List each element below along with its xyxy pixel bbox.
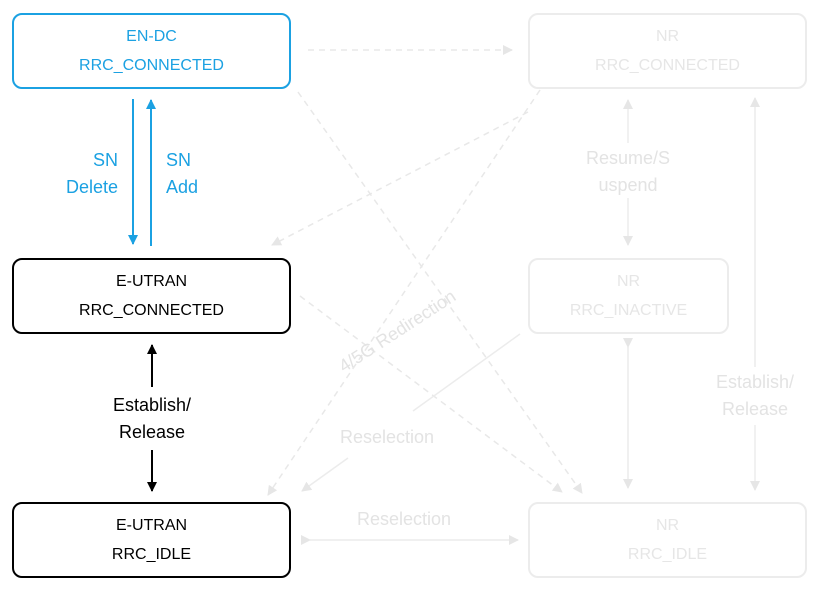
nr-establish-release-label-line2: Release — [721, 399, 789, 419]
state-nr-inactive-name: NR — [616, 273, 641, 290]
state-nr-idle-name: NR — [655, 517, 680, 534]
reselection-horiz-label: Reselection — [357, 509, 452, 529]
state-nr-connected-rrc: RRC_CONNECTED — [595, 57, 740, 74]
state-nr-inactive-rrc: RRC_INACTIVE — [569, 302, 688, 319]
nr-establish-release-label-line1: Establish/ — [715, 372, 795, 392]
state-eutran-connected-rrc: RRC_CONNECTED — [79, 302, 224, 319]
sn-delete-label-line1: SN — [92, 150, 118, 170]
nr-inactive-to-eutran-idle-arrow — [301, 457, 349, 492]
sn-delete-label-line2: Delete — [65, 177, 118, 197]
state-endc-connected: EN-DC RRC_CONNECTED — [12, 13, 291, 89]
state-nr-idle-rrc: RRC_IDLE — [627, 546, 708, 563]
nr-connected-to-eutran-connected-arrow — [271, 111, 529, 246]
sn-delete-label: SN Delete — [40, 147, 118, 201]
nr-establish-release-label: Establish/ Release — [695, 369, 815, 423]
state-eutran-idle-name: E-UTRAN — [115, 517, 188, 534]
state-eutran-idle: E-UTRAN RRC_IDLE — [12, 502, 291, 578]
resume-suspend-label-line2: uspend — [598, 175, 658, 195]
state-nr-idle: NR RRC_IDLE — [528, 502, 807, 578]
state-endc-rrc: RRC_CONNECTED — [79, 57, 224, 74]
state-eutran-connected: E-UTRAN RRC_CONNECTED — [12, 258, 291, 334]
resume-suspend-label: Resume/S uspend — [568, 145, 688, 199]
nr-inactive-to-eutran-idle-line — [412, 333, 521, 412]
state-nr-inactive: NR RRC_INACTIVE — [528, 258, 729, 334]
state-eutran-connected-name: E-UTRAN — [115, 273, 188, 290]
state-nr-connected-name: NR — [655, 28, 680, 45]
sn-add-label-line2: Add — [166, 177, 199, 197]
reselection-diag-label: Reselection — [340, 427, 435, 447]
establish-release-label-line2: Release — [118, 422, 186, 442]
state-eutran-idle-rrc: RRC_IDLE — [111, 546, 192, 563]
resume-suspend-label-line1: Resume/S — [585, 148, 671, 168]
redirection-to-eutran-idle-arrow — [267, 89, 541, 496]
sn-add-label: SN Add — [166, 147, 198, 201]
state-nr-connected: NR RRC_CONNECTED — [528, 13, 807, 89]
state-endc-name: EN-DC — [126, 28, 177, 45]
sn-add-label-line1: SN — [166, 150, 192, 170]
endc-to-nr-idle-arrow — [297, 91, 583, 494]
establish-release-label: Establish/ Release — [92, 392, 212, 446]
establish-release-label-line1: Establish/ — [112, 395, 192, 415]
